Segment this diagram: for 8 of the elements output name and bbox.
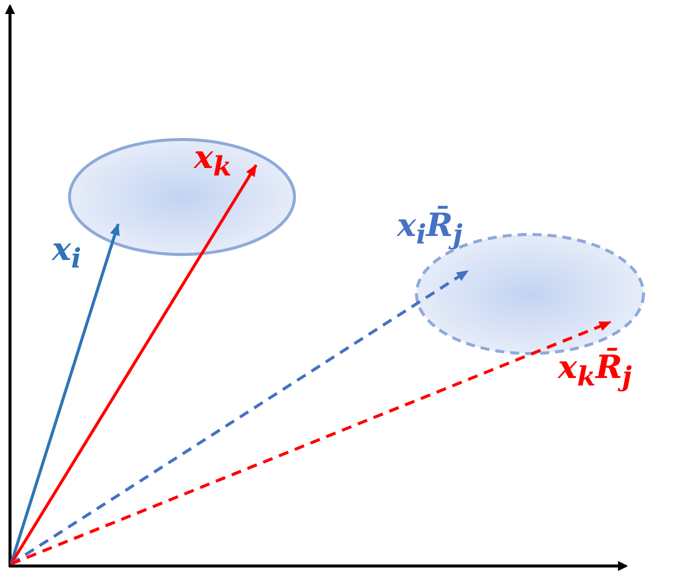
vector-label: x$_{k}$R̄$_{j}$ [556,350,633,392]
dashed-arrow [10,270,469,566]
dashed-arrow [10,320,612,566]
vector-label: x$_{i}$R̄$_{j}$ [396,208,464,250]
arrow [10,164,258,565]
vector-label: x$_{k}$ [192,140,233,182]
arrow [10,223,120,564]
vector-label: x$_{i}$ [50,232,82,274]
